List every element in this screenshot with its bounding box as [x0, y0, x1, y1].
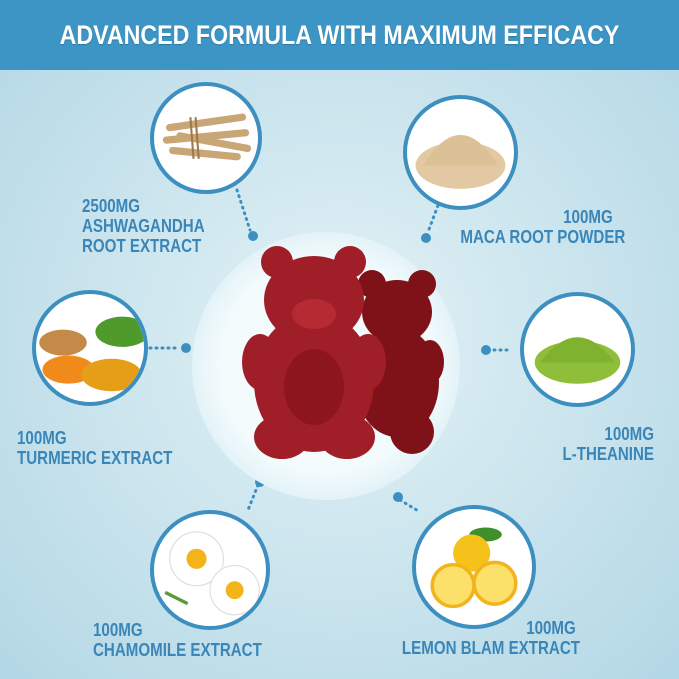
ashwagandha-label: 2500MG ASHWAGANDHA ROOT EXTRACT — [82, 196, 205, 256]
page-title: ADVANCED FORMULA WITH MAXIMUM EFFICACY — [59, 19, 620, 50]
l-theanine-name: L-THEANINE — [562, 444, 654, 464]
maca-amount: 100MG — [562, 207, 613, 227]
header-banner: ADVANCED FORMULA WITH MAXIMUM EFFICACY — [0, 0, 679, 70]
lemon-balm-label: 100MG LEMON BLAM EXTRACT — [402, 618, 580, 658]
center-gummy-circle — [192, 232, 460, 500]
lemon-image — [412, 505, 536, 629]
ashwagandha-amount: 2500MG — [82, 196, 140, 216]
turmeric-image — [32, 290, 148, 406]
turmeric-name: TURMERIC EXTRACT — [17, 448, 173, 468]
chamomile-image — [150, 510, 270, 630]
ashwagandha-name: ASHWAGANDHA — [82, 216, 205, 236]
l-theanine-image — [520, 292, 635, 407]
maca-name: MACA ROOT POWDER — [460, 227, 625, 247]
l-theanine-amount: 100MG — [604, 424, 654, 444]
maca-image — [403, 95, 518, 210]
gummy-bears-image — [242, 246, 444, 459]
ashwagandha-name-2: ROOT EXTRACT — [82, 236, 202, 256]
turmeric-label: 100MG TURMERIC EXTRACT — [17, 428, 172, 468]
lemon-balm-amount: 100MG — [526, 618, 576, 638]
ashwagandha-image — [150, 82, 262, 194]
l-theanine-label: 100MG L-THEANINE — [562, 424, 654, 464]
chamomile-label: 100MG CHAMOMILE EXTRACT — [93, 620, 262, 660]
lemon-balm-name: LEMON BLAM EXTRACT — [401, 638, 580, 658]
chamomile-amount: 100MG — [93, 620, 143, 640]
maca-label: 100MG MACA ROOT POWDER — [460, 207, 625, 247]
turmeric-amount: 100MG — [17, 428, 67, 448]
chamomile-name: CHAMOMILE EXTRACT — [93, 640, 262, 660]
